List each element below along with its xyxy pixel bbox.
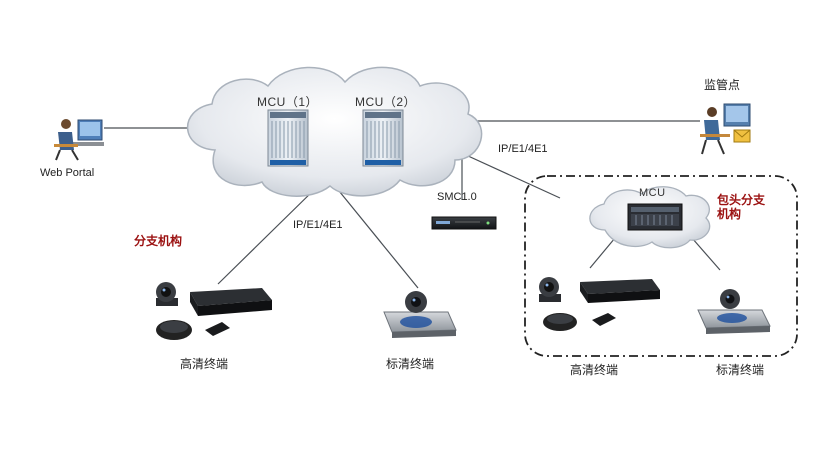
link-hd-left: [217, 185, 319, 285]
remote-control-icon: [205, 322, 230, 336]
monitoring-user-icon: [700, 103, 751, 155]
hd-terminal-left-group: [156, 282, 272, 340]
mcu1-label: MCU（1）: [257, 95, 319, 109]
sd-terminal-mid-label: 标清终端: [386, 357, 435, 371]
mcu-rack-icon: [627, 203, 683, 231]
link-cascade-sd: [691, 237, 721, 271]
sd-terminal-right-label: 标清终端: [716, 363, 765, 377]
microphone-pod-icon: [156, 320, 192, 340]
sd-terminal-icon: [697, 289, 771, 334]
cascade-branch-label: 包头分支机构: [717, 193, 766, 222]
link-branch-cascade: [454, 149, 561, 199]
hd-terminal-right-label: 高清终端: [570, 363, 619, 377]
mcu-rack-icon: [267, 109, 309, 167]
hd-camera-icon: [539, 277, 561, 302]
link-sd-mid: [334, 185, 419, 289]
branch-label: 分支机构: [134, 234, 183, 248]
mcu2-label: MCU（2）: [355, 95, 417, 109]
sd-terminal-icon: [383, 291, 457, 338]
monitor-label: 监管点: [704, 78, 741, 92]
computer-user-icon: [54, 119, 104, 161]
branch-mcu-label: MCU: [639, 187, 666, 199]
link-cascade-hd: [589, 237, 616, 269]
remote-control-icon: [592, 313, 616, 326]
hd-camera-icon: [156, 282, 178, 306]
microphone-pod-icon: [543, 313, 577, 331]
hd-terminal-right-group: [539, 277, 660, 331]
server-icon: [431, 216, 497, 230]
branch-boundary: [524, 175, 798, 357]
ip-link-bottom-label: IP/E1/4E1: [293, 219, 343, 231]
web-portal-label: Web Portal: [40, 167, 95, 179]
codec-box-icon: [580, 279, 660, 303]
smc-label: SMC1.0: [437, 191, 477, 203]
main-cloud: [186, 66, 483, 197]
ip-link-top-label: IP/E1/4E1: [498, 143, 548, 155]
codec-box-icon: [190, 288, 272, 316]
hd-terminal-left-label: 高清终端: [180, 357, 229, 371]
mcu-rack-icon: [362, 109, 404, 167]
